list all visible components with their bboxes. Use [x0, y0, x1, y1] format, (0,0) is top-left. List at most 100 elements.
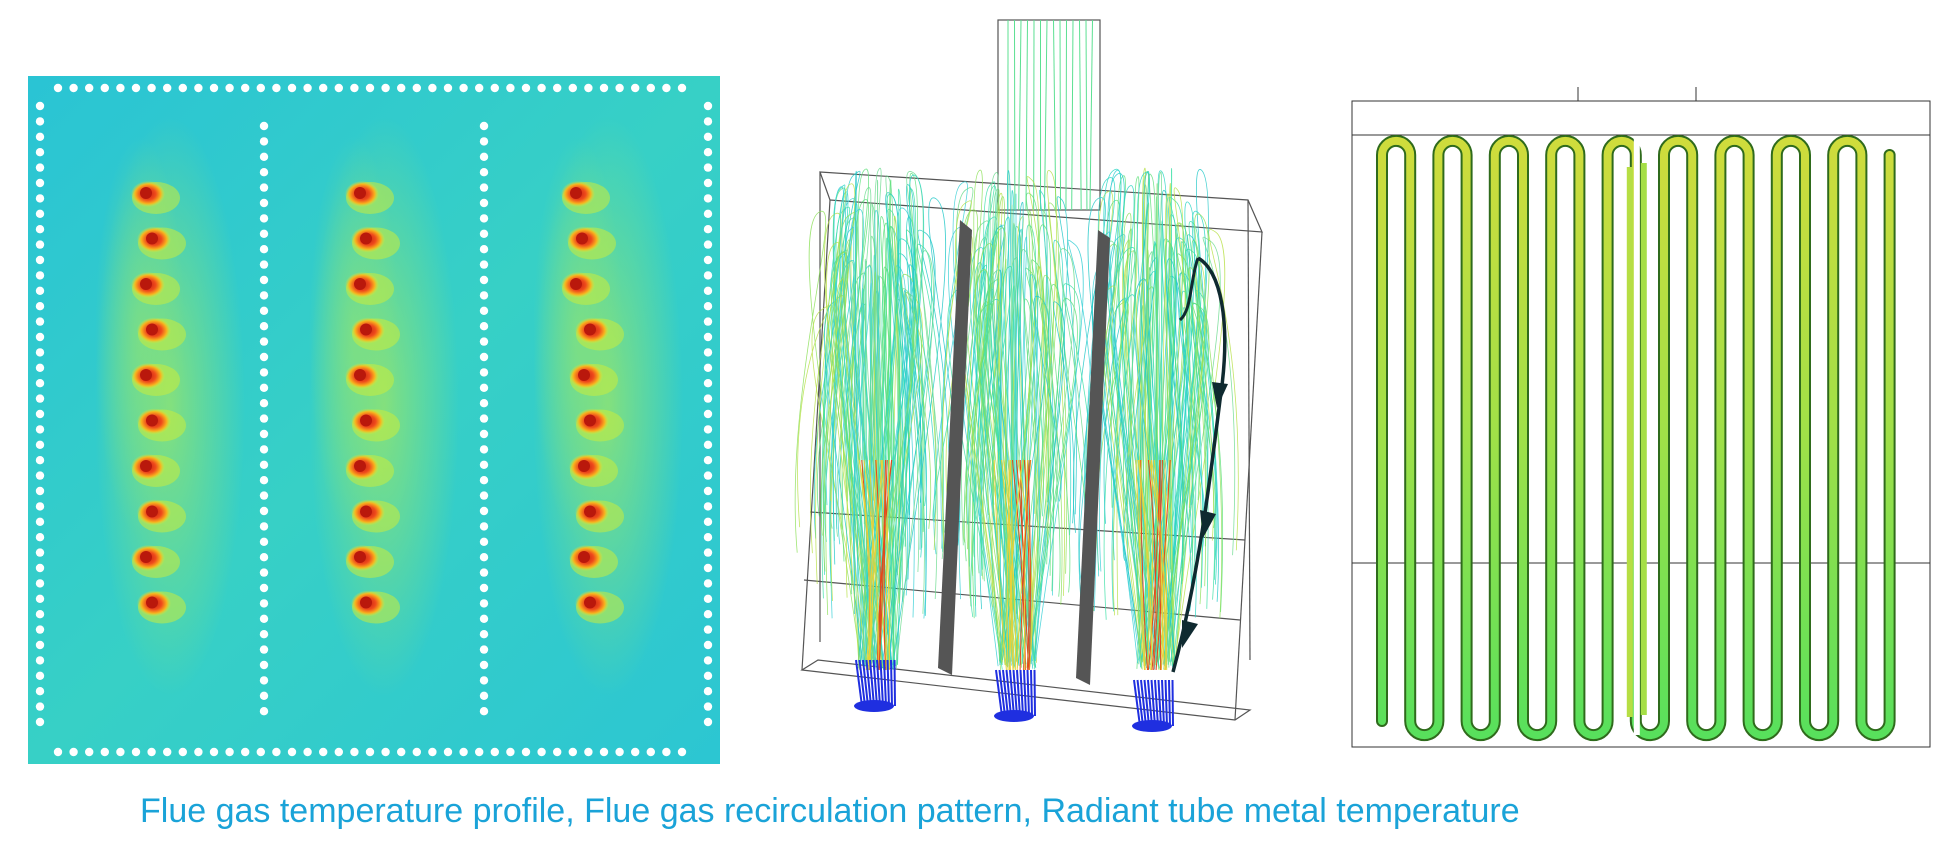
figure-caption: Flue gas temperature profile, Flue gas r…: [140, 792, 1520, 830]
streamline: [820, 295, 872, 665]
partition-hole: [479, 214, 489, 223]
streamline: [1028, 298, 1091, 662]
wall-hole: [703, 148, 713, 157]
wall-hole: [35, 471, 45, 480]
wall-hole: [116, 747, 125, 757]
wall-hole: [412, 83, 421, 93]
partition-hole: [479, 476, 489, 485]
wall-hole: [35, 132, 45, 141]
wall-hole: [662, 83, 671, 93]
streamline: [968, 243, 1022, 665]
partition-hole: [259, 306, 269, 315]
partition-hole: [479, 152, 489, 161]
partition-hole: [259, 676, 269, 685]
wall-hole: [272, 83, 281, 93]
wall-hole: [35, 640, 45, 650]
partition-hole: [259, 491, 269, 500]
wall-hole: [303, 83, 312, 93]
streamline: [1139, 167, 1152, 670]
partition-hole: [259, 445, 269, 454]
wall-hole: [506, 747, 515, 757]
wall-hole: [35, 656, 45, 665]
partition-hole: [479, 352, 489, 362]
wall-hole: [615, 747, 624, 757]
wall-hole: [521, 747, 531, 757]
partition-hole: [259, 568, 269, 577]
wall-hole: [35, 409, 45, 419]
flame: [351, 590, 400, 624]
partition-hole: [259, 322, 269, 331]
flame-streamline: [1147, 459, 1161, 671]
partition-hole: [479, 183, 489, 192]
partition-hole: [479, 306, 489, 315]
streamline: [1099, 169, 1146, 665]
wall-hole: [703, 317, 713, 326]
partition-hole: [259, 537, 269, 546]
burner: [1132, 679, 1174, 732]
partition-hole: [259, 383, 269, 392]
flame: [569, 545, 618, 578]
partition-hole: [479, 445, 489, 454]
partition-hole: [259, 476, 269, 485]
partition-hole: [479, 460, 489, 469]
flame-streamline: [1024, 459, 1028, 671]
streamline: [1023, 189, 1054, 668]
wall-hole: [703, 625, 713, 634]
wall-hole: [35, 717, 45, 727]
wall-hole: [537, 83, 546, 93]
wall-hole: [178, 747, 187, 757]
partition-hole: [259, 399, 269, 408]
wall-hole: [194, 747, 203, 757]
partition-hole: [479, 291, 489, 300]
wall-hole: [703, 409, 713, 419]
streamline: [1170, 168, 1174, 667]
wall-hole: [428, 83, 437, 93]
partition-hole: [479, 275, 489, 285]
streamline: [815, 242, 867, 668]
flame: [575, 317, 624, 351]
partition-hole: [479, 553, 489, 562]
wall-hole: [703, 517, 713, 526]
partition-hole: [259, 152, 269, 161]
wall-hole: [178, 83, 187, 93]
flame: [575, 590, 624, 624]
streamline: [881, 229, 951, 670]
wall-hole: [365, 747, 375, 757]
partition-hole: [259, 630, 269, 639]
streamline: [874, 288, 925, 666]
wall-hole: [475, 747, 484, 757]
streamline: [1163, 210, 1218, 670]
flame-streamline: [868, 459, 874, 671]
wall-hole: [85, 747, 94, 757]
partition-hole: [479, 337, 489, 346]
wall-hole: [69, 747, 78, 757]
partition-hole: [479, 676, 489, 685]
wall-hole: [303, 747, 312, 757]
wall-hole: [703, 194, 713, 203]
streamline: [840, 239, 860, 670]
flame: [567, 226, 616, 260]
wall-hole: [35, 610, 45, 619]
partition-hole: [479, 707, 489, 716]
partition-hole: [479, 414, 489, 423]
wall-hole: [35, 332, 45, 342]
flame-streamline: [1017, 459, 1033, 671]
wall-hole: [35, 702, 45, 711]
flue-gas-temperature-profile: [28, 76, 720, 764]
wall-hole: [703, 302, 713, 311]
wall-hole: [703, 440, 713, 449]
partition-hole: [479, 630, 489, 639]
wall-hole: [703, 502, 713, 511]
wall-hole: [703, 332, 713, 342]
tube-temperature-plot: [1351, 87, 1931, 748]
wall-hole: [599, 747, 609, 757]
wall-hole: [703, 533, 713, 542]
flame: [575, 499, 624, 533]
wall-hole: [703, 610, 713, 619]
streamline: [1011, 216, 1037, 663]
flame-streamline: [878, 459, 887, 671]
partition-hole: [259, 429, 269, 439]
wall-hole: [703, 178, 713, 188]
streamline: [1096, 301, 1166, 663]
flame: [561, 181, 610, 214]
